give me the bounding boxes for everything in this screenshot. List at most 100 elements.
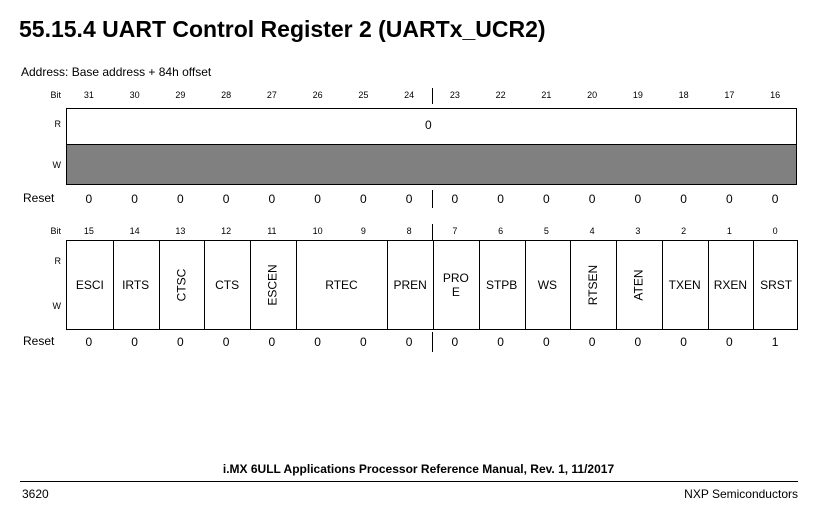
lower-reset-value-5: 0 bbox=[314, 335, 321, 349]
field-ctsc: CTSC bbox=[159, 241, 206, 329]
manual-title: i.MX 6ULL Applications Processor Referen… bbox=[222, 462, 615, 476]
upper-reset-value-1: 0 bbox=[131, 192, 138, 206]
write-row-label-upper: W bbox=[52, 160, 62, 170]
field-label-irts: IRTS bbox=[122, 278, 150, 292]
field-pren: PREN bbox=[387, 241, 434, 329]
field-rtsen: RTSEN bbox=[570, 241, 617, 329]
upper-bit-number-4: 27 bbox=[266, 90, 277, 100]
upper-reset-value-13: 0 bbox=[680, 192, 687, 206]
field-irts: IRTS bbox=[113, 241, 160, 329]
lower-bit-number-5: 10 bbox=[312, 226, 323, 236]
lower-bit-number-2: 13 bbox=[175, 226, 186, 236]
upper-reset-value-14: 0 bbox=[726, 192, 733, 206]
lower-bit-number-8: 7 bbox=[452, 226, 458, 236]
upper-reset-value-5: 0 bbox=[314, 192, 321, 206]
upper-reset-value-11: 0 bbox=[588, 192, 596, 206]
lower-reset-value-4: 0 bbox=[268, 335, 276, 349]
field-label-stpb: STPB bbox=[485, 278, 518, 292]
reset-divider bbox=[432, 332, 433, 352]
upper-bit-number-14: 17 bbox=[724, 90, 735, 100]
upper-reset-value-0: 0 bbox=[85, 192, 93, 206]
upper-bit-number-10: 21 bbox=[541, 90, 552, 100]
upper-write-field-reserved bbox=[66, 145, 797, 185]
upper-reset-value-12: 0 bbox=[634, 192, 642, 206]
lower-reset-value-1: 0 bbox=[131, 335, 138, 349]
field-stpb: STPB bbox=[479, 241, 526, 329]
upper-reset-value-3: 0 bbox=[222, 192, 230, 206]
field-label-srst: SRST bbox=[760, 278, 793, 292]
lower-reset-value-6: 0 bbox=[360, 335, 367, 349]
bit-divider bbox=[432, 88, 433, 104]
upper-read-value: 0 bbox=[425, 118, 432, 132]
bit-row-label-upper: Bit bbox=[50, 90, 61, 100]
field-label-rtec: RTEC bbox=[325, 278, 358, 292]
lower-bit-number-9: 6 bbox=[498, 226, 504, 236]
page-title: 55.15.4 UART Control Register 2 (UARTx_U… bbox=[19, 16, 546, 42]
lower-reset-value-8: 0 bbox=[451, 335, 459, 349]
upper-bit-number-3: 28 bbox=[221, 90, 232, 100]
lower-reset-value-9: 0 bbox=[497, 335, 504, 349]
bit-divider bbox=[432, 224, 433, 240]
read-row-label-upper: R bbox=[54, 119, 62, 129]
field-ws: WS bbox=[525, 241, 572, 329]
lower-bit-number-12: 3 bbox=[635, 226, 641, 236]
lower-bit-number-10: 5 bbox=[543, 226, 549, 236]
lower-reset-value-14: 0 bbox=[726, 335, 733, 349]
lower-reset-value-3: 0 bbox=[222, 335, 230, 349]
upper-reset-value-9: 0 bbox=[497, 192, 504, 206]
upper-bit-number-9: 22 bbox=[495, 90, 506, 100]
field-label-ctsc: CTSC bbox=[174, 268, 189, 302]
upper-bit-number-7: 24 bbox=[404, 90, 415, 100]
field-label-rtsen: RTSEN bbox=[586, 264, 601, 306]
reset-divider bbox=[432, 190, 433, 208]
upper-bit-number-5: 26 bbox=[312, 90, 323, 100]
upper-bit-number-11: 20 bbox=[587, 90, 598, 100]
upper-bit-number-0: 31 bbox=[83, 90, 94, 100]
field-label-esci: ESCI bbox=[75, 278, 104, 292]
lower-reset-value-11: 0 bbox=[588, 335, 596, 349]
upper-bit-number-2: 29 bbox=[175, 90, 186, 100]
field-label-rxen: RXEN bbox=[713, 278, 748, 292]
upper-reset-value-4: 0 bbox=[268, 192, 276, 206]
upper-bit-number-15: 16 bbox=[770, 90, 781, 100]
upper-reset-value-15: 0 bbox=[771, 192, 779, 206]
lower-bit-number-14: 1 bbox=[726, 226, 732, 236]
field-rxen: RXEN bbox=[708, 241, 755, 329]
field-srst: SRST bbox=[753, 241, 799, 329]
lower-reset-value-15: 1 bbox=[771, 335, 779, 349]
field-rtec: RTEC bbox=[296, 241, 389, 329]
field-escen: ESCEN bbox=[250, 241, 297, 329]
field-label-txen: TXEN bbox=[668, 278, 701, 292]
company-name: NXP Semiconductors bbox=[684, 487, 798, 501]
lower-reset-value-2: 0 bbox=[177, 335, 184, 349]
field-label-pren: PREN bbox=[393, 278, 427, 292]
upper-bit-number-6: 25 bbox=[358, 90, 369, 100]
lower-bit-number-11: 4 bbox=[589, 226, 595, 236]
upper-bit-number-8: 23 bbox=[449, 90, 460, 100]
lower-reset-value-0: 0 bbox=[85, 335, 93, 349]
lower-field-box: ESCI IRTS CTSC CTS ESCEN RTEC PREN PRO E STPB WS R… bbox=[66, 240, 798, 330]
upper-bit-number-12: 19 bbox=[632, 90, 643, 100]
write-row-label-lower: W bbox=[52, 301, 62, 311]
upper-reset-value-7: 0 bbox=[405, 192, 413, 206]
lower-bit-number-1: 14 bbox=[129, 226, 140, 236]
lower-bit-number-15: 0 bbox=[772, 226, 778, 236]
bit-row-label-lower: Bit bbox=[50, 226, 61, 236]
upper-read-field bbox=[66, 108, 797, 145]
register-address: Address: Base address + 84h offset bbox=[21, 65, 212, 79]
read-row-label-lower: R bbox=[54, 256, 62, 266]
lower-bit-number-0: 15 bbox=[83, 226, 94, 236]
upper-bit-number-1: 30 bbox=[129, 90, 140, 100]
upper-reset-value-10: 0 bbox=[543, 192, 550, 206]
field-proe: PRO E bbox=[433, 241, 480, 329]
reset-row-label-lower: Reset bbox=[23, 334, 55, 348]
lower-reset-value-12: 0 bbox=[634, 335, 642, 349]
upper-reset-value-2: 0 bbox=[177, 192, 184, 206]
field-label-cts: CTS bbox=[215, 278, 240, 292]
field-cts: CTS bbox=[204, 241, 251, 329]
lower-reset-value-13: 0 bbox=[680, 335, 687, 349]
field-label-escen: ESCEN bbox=[265, 264, 280, 306]
field-esci: ESCI bbox=[67, 241, 114, 329]
field-aten: ATEN bbox=[616, 241, 663, 329]
lower-reset-value-7: 0 bbox=[405, 335, 413, 349]
